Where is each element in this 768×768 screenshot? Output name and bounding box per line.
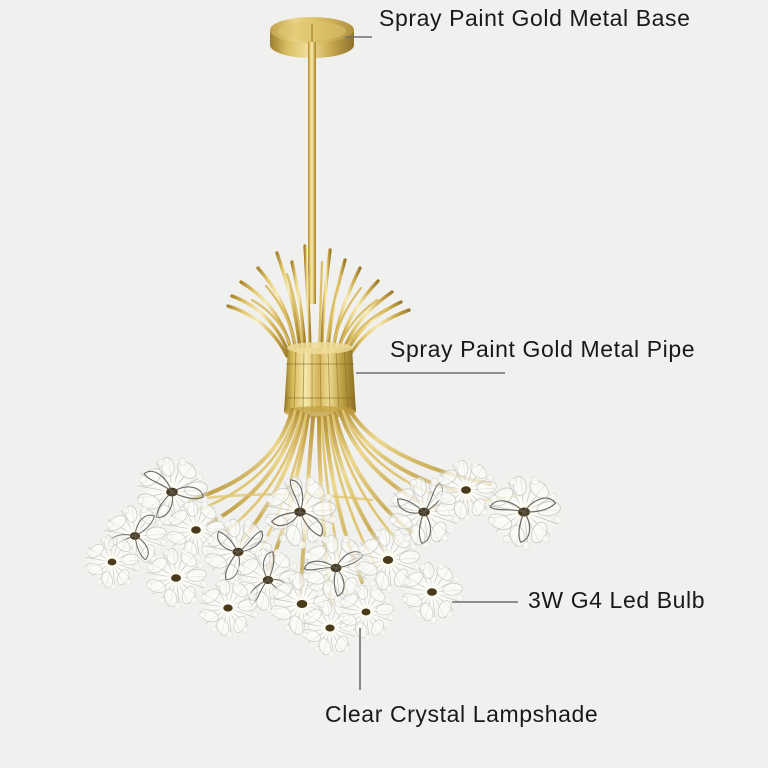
- ceiling-canopy: [270, 17, 354, 58]
- center-hub-pipe: [284, 342, 356, 418]
- annotation-label-lampshade: Clear Crystal Lampshade: [325, 701, 599, 727]
- crystal-flower-cluster: [82, 453, 564, 659]
- annotation-label-base: Spray Paint Gold Metal Base: [379, 5, 691, 31]
- annotation-leader-lines: [345, 36, 518, 690]
- annotation-label-bulb: 3W G4 Led Bulb: [528, 587, 706, 613]
- drop-rod: [308, 42, 316, 304]
- annotation-label-pipe: Spray Paint Gold Metal Pipe: [390, 336, 696, 362]
